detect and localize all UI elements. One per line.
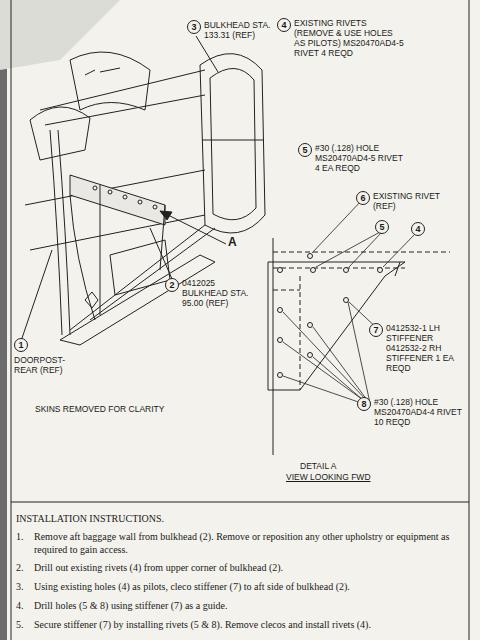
callout: 70412532-1 LH STIFFENER 0412532-2 RH STI… (369, 323, 466, 373)
part-description: #30 (.128) HOLE MS20470AD4-5 RIVET 4 EA … (315, 143, 403, 173)
part-description: EXISTING RIVET (REF) (373, 191, 463, 211)
callout: 20412025 BULKHEAD STA. 95.00 (REF) (165, 278, 260, 308)
callout: 1DOORPOST- REAR (REF) (14, 338, 74, 375)
part-description: 0412532-1 LH STIFFENER 0412532-2 RH STIF… (386, 323, 466, 373)
part-description: BULKHEAD STA. 133.31 (REF) (204, 20, 274, 40)
step-text: Using existing holes (4) as pilots, clec… (34, 580, 462, 593)
note: SKINS REMOVED FOR CLARITY (35, 404, 164, 414)
callout: 4EXISTING RIVETS (REMOVE & USE HOLES AS … (277, 18, 404, 58)
section-heading: INSTALLATION INSTRUCTIONS. (16, 512, 164, 525)
callout-number: 5 (375, 220, 389, 234)
step-text: Drill out existing rivets (4) from upper… (34, 561, 462, 574)
step-number: 2. (16, 561, 24, 574)
callout-number: 2 (165, 278, 179, 292)
callout: 4 (411, 222, 425, 236)
callout: 5#30 (.128) HOLE MS20470AD4-5 RIVET 4 EA… (298, 143, 403, 173)
callout-number: 7 (369, 323, 383, 337)
step-text: Drill holes (5 & 8) using stiffener (7) … (34, 599, 462, 612)
step-text: Secure stiffener (7) by installing rivet… (34, 618, 462, 631)
callout: 6EXISTING RIVET (REF) (356, 191, 463, 211)
step-text: Remove aft baggage wall from bulkhead (2… (34, 530, 462, 556)
callout-number: 4 (411, 222, 425, 236)
step-number: 5. (16, 618, 24, 631)
detail-marker: A (228, 236, 237, 249)
step-number: 4. (16, 599, 24, 612)
callout: 3BULKHEAD STA. 133.31 (REF) (187, 20, 274, 40)
callout: 8#30 (.128) HOLE MS20470AD4-4 RIVET 10 R… (357, 397, 466, 427)
callout: 5 (375, 220, 389, 234)
view-title: VIEW LOOKING FWD (286, 472, 371, 482)
callout-number: 3 (187, 20, 201, 34)
step-number: 3. (16, 580, 24, 593)
callout-number: 6 (356, 191, 370, 205)
part-description: #30 (.128) HOLE MS20470AD4-4 RIVET 10 RE… (374, 397, 466, 427)
callout-number: 8 (357, 397, 371, 411)
callout-number: 1 (14, 338, 28, 352)
view-title: DETAIL A (300, 461, 336, 471)
part-description: 0412025 BULKHEAD STA. 95.00 (REF) (182, 278, 260, 308)
step-number: 1. (16, 530, 24, 543)
callout-number: 5 (298, 143, 312, 157)
part-description: DOORPOST- REAR (REF) (14, 355, 74, 375)
callout-number: 4 (277, 18, 291, 32)
part-description: EXISTING RIVETS (REMOVE & USE HOLES AS P… (294, 18, 404, 58)
